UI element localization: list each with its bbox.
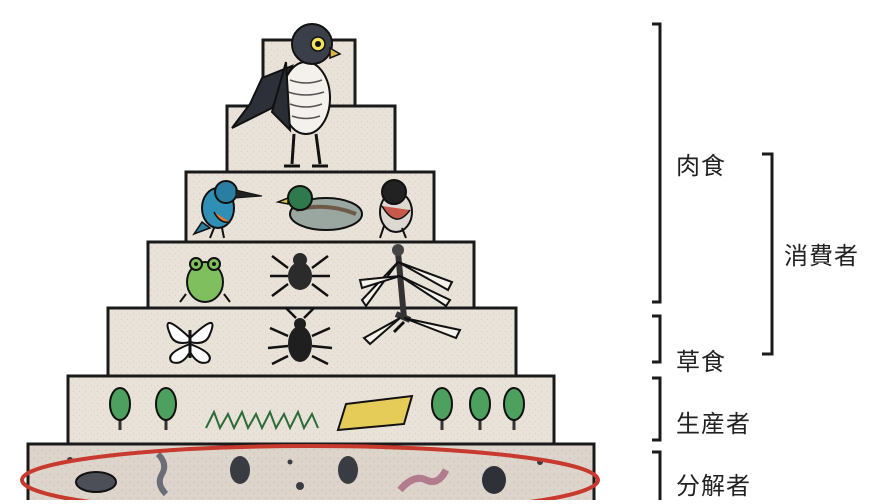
label-carnivore: 肉食 — [676, 146, 726, 181]
carnivore-bracket — [652, 24, 660, 302]
producer-bracket — [652, 378, 660, 440]
pill-bug-icon — [76, 472, 116, 492]
label-producer: 生産者 — [676, 404, 751, 439]
mite-icon — [230, 456, 250, 484]
mite-icon — [482, 466, 506, 494]
label-decomposer: 分解者 — [676, 466, 751, 501]
tier-7-soil — [28, 444, 594, 500]
label-consumer: 消費者 — [784, 236, 859, 271]
mite-icon — [338, 456, 358, 484]
label-herbivore: 草食 — [676, 342, 726, 377]
tier-5 — [108, 308, 516, 376]
worm-icon — [158, 454, 166, 494]
consumer-bracket — [762, 154, 772, 354]
herbivore-bracket — [652, 316, 660, 362]
decomposer-bracket — [652, 452, 660, 500]
